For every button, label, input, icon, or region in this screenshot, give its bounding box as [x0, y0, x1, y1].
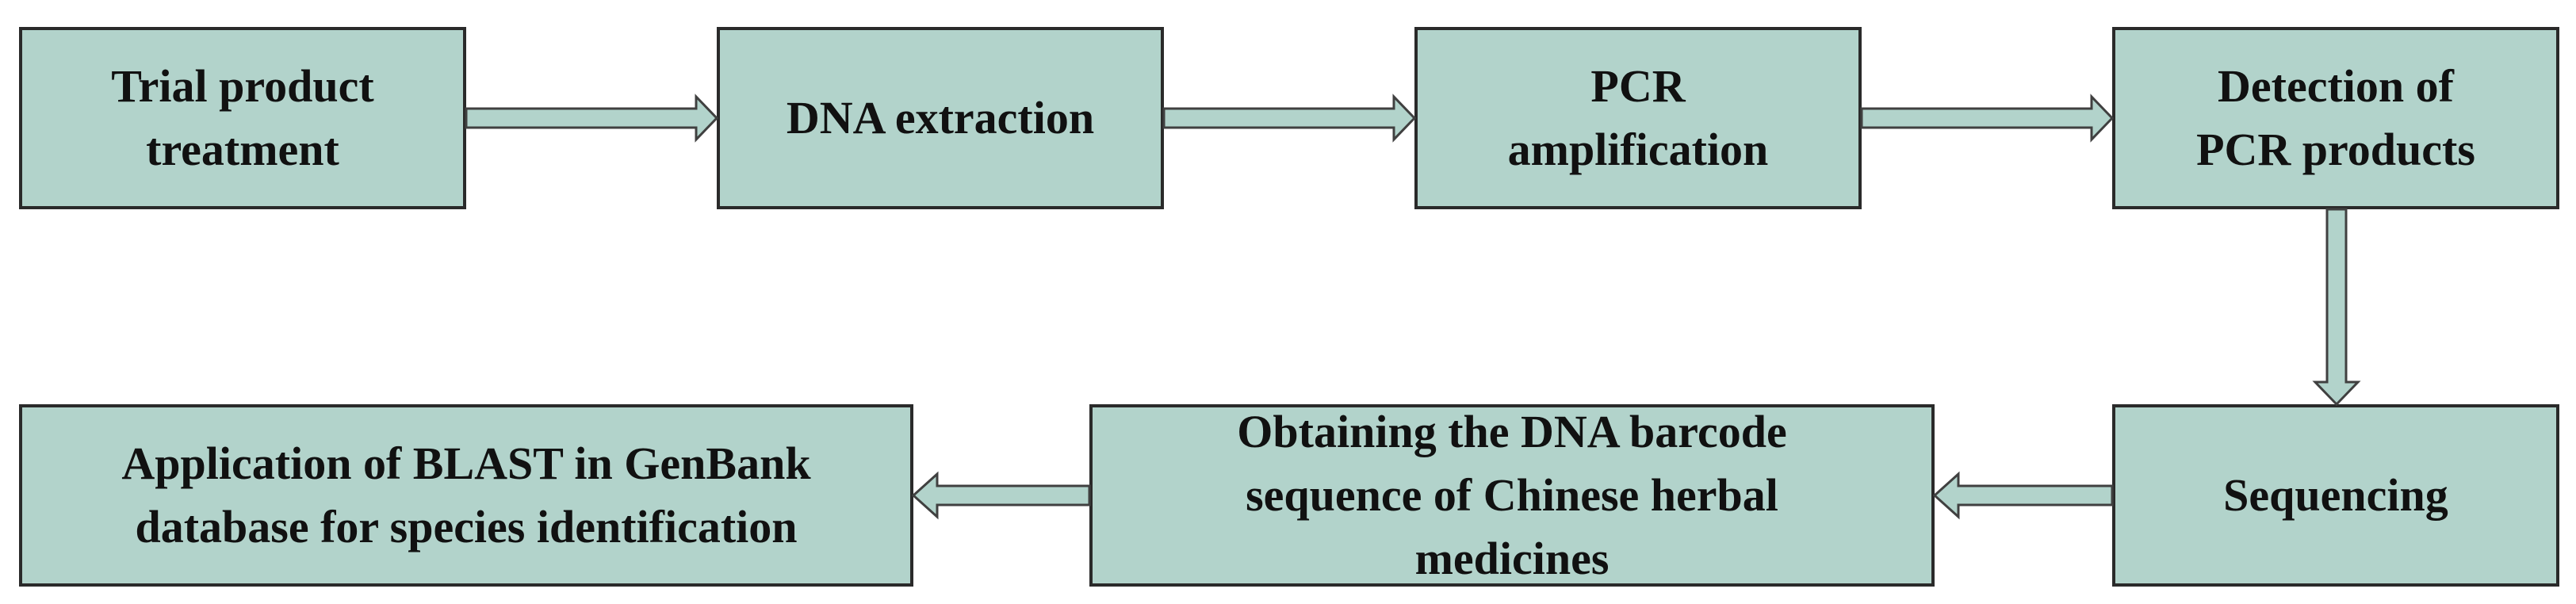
arrow-left-1	[1932, 471, 2114, 520]
step-trial-product-treatment: Trial product treatment	[19, 27, 466, 209]
step-label-line: Sequencing	[2223, 469, 2448, 521]
step-pcr-amplification: PCR amplification	[1414, 27, 1862, 209]
step-label-line: Obtaining the DNA barcode	[1237, 406, 1787, 457]
arrow-down	[2312, 208, 2361, 407]
step-label-line: amplification	[1507, 124, 1769, 175]
step-label-line: PCR	[1590, 60, 1686, 112]
arrow-right-3	[1860, 94, 2115, 143]
arrow-left-2	[911, 471, 1091, 520]
step-label-line: sequence of Chinese herbal	[1246, 469, 1778, 521]
step-label-line: database for species identification	[135, 501, 798, 552]
step-detection-of-pcr-products: Detection of PCR products	[2112, 27, 2559, 209]
step-sequencing: Sequencing	[2112, 404, 2559, 587]
step-obtaining-dna-barcode: Obtaining the DNA barcode sequence of Ch…	[1089, 404, 1935, 587]
arrow-right-1	[465, 94, 719, 143]
step-application-of-blast: Application of BLAST in GenBank database…	[19, 404, 913, 587]
step-dna-extraction: DNA extraction	[717, 27, 1164, 209]
step-label-line: medicines	[1414, 533, 1610, 584]
step-label-line: Detection of	[2218, 60, 2454, 112]
step-label-line: treatment	[146, 124, 339, 175]
step-label-line: DNA extraction	[786, 92, 1095, 143]
arrow-right-2	[1162, 94, 1417, 143]
step-label-line: PCR products	[2196, 124, 2475, 175]
step-label-line: Trial product	[111, 60, 374, 112]
step-label-line: Application of BLAST in GenBank	[121, 438, 811, 489]
